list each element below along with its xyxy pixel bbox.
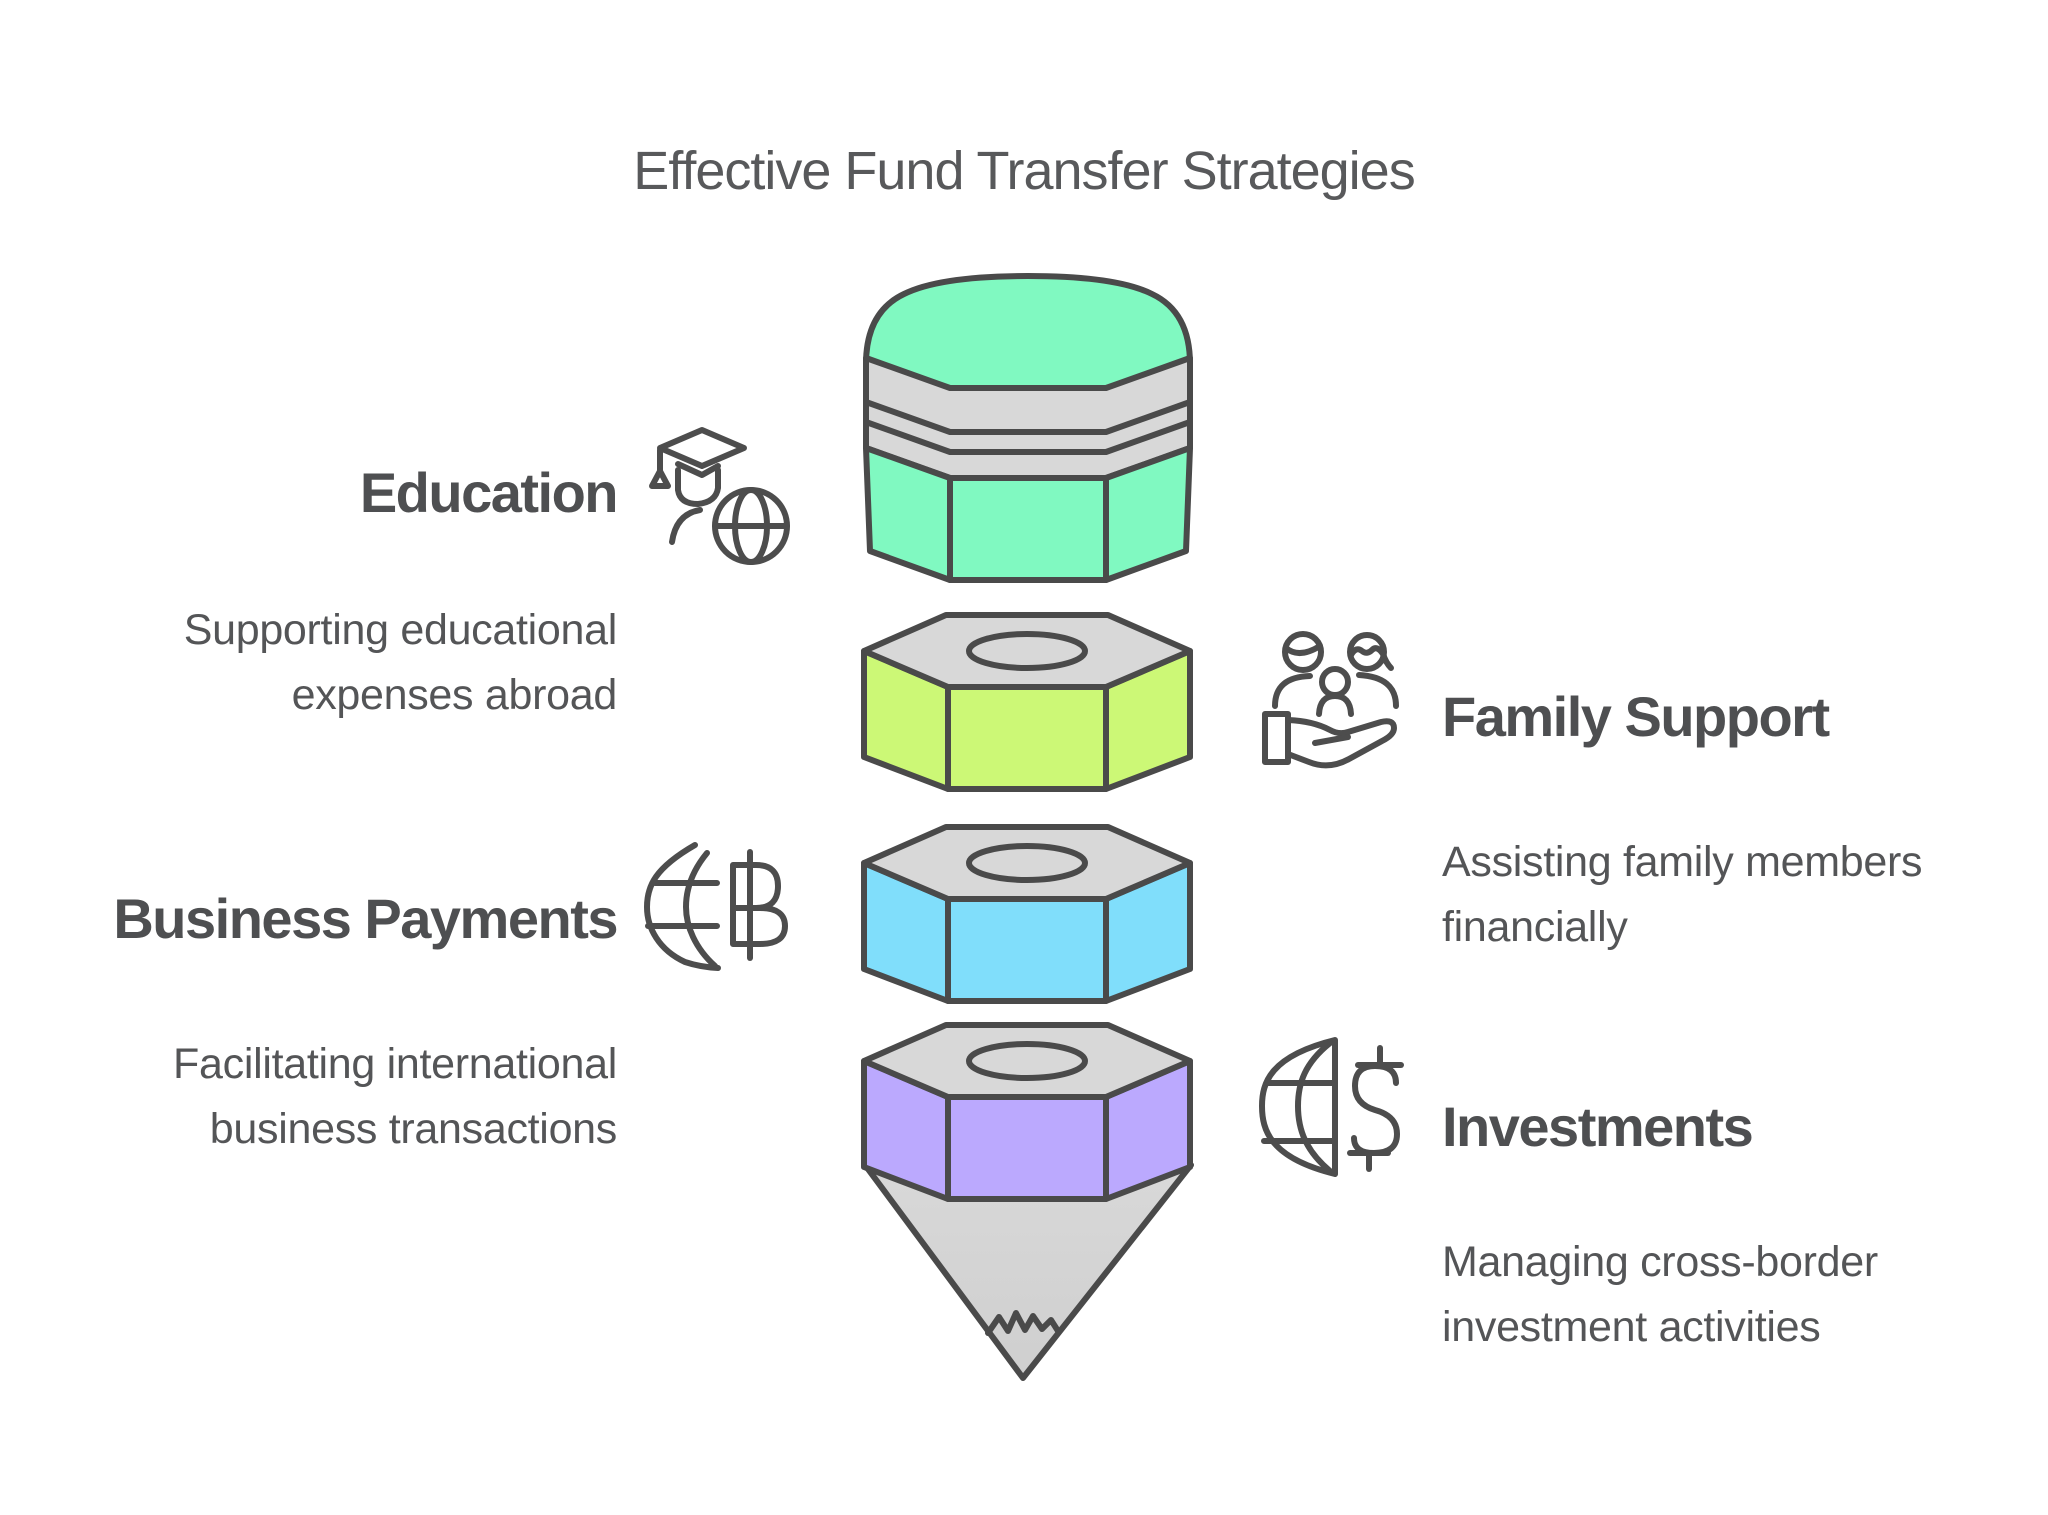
nut-hole — [966, 631, 1088, 671]
investments-description-line1: Managing cross-border — [1442, 1238, 1878, 1286]
graduation-cap-globe-icon — [649, 427, 790, 565]
funnel-segment-investments — [861, 1022, 1193, 1202]
funnel-segment-education — [863, 273, 1193, 583]
family-support-heading: Family Support — [1442, 685, 1830, 748]
hand-holding-family-icon — [1262, 631, 1399, 769]
ferrule-stripes — [863, 399, 1193, 455]
family-support-description-line2: financially — [1442, 902, 1628, 951]
pencil-funnel-diagram — [861, 273, 1194, 1381]
page-title: Effective Fund Transfer Strategies — [633, 141, 1415, 201]
education-description-line1: Supporting educational — [183, 606, 618, 654]
globe-dollar-icon — [1259, 1037, 1404, 1177]
funnel-segment-business-payments — [861, 824, 1193, 1004]
globe-baht-icon — [644, 842, 788, 971]
eraser-face-dividers — [947, 475, 1109, 583]
education-description-line2: expenses abroad — [291, 670, 618, 719]
investments-description-line2: investment activities — [1442, 1302, 1821, 1351]
funnel-segment-family-support — [861, 612, 1193, 792]
nut-hole — [966, 843, 1088, 883]
investments-description: Managing cross-border investment activit… — [1442, 1230, 1878, 1359]
education-heading: Education — [359, 461, 619, 524]
family-support-description: Assisting family members financially — [1442, 830, 1923, 959]
business-payments-description: Facilitating international business tran… — [173, 1032, 617, 1161]
pencil-tip-zigzag — [985, 1310, 1061, 1336]
business-payments-description-line2: business transactions — [209, 1104, 618, 1153]
family-support-description-line1: Assisting family members — [1442, 838, 1923, 886]
investments-heading: Investments — [1442, 1095, 1754, 1158]
nut-face-dividers — [945, 684, 1109, 792]
business-payments-heading: Business Payments — [113, 887, 618, 950]
nut-face-dividers — [945, 1094, 1109, 1202]
nut-face-dividers — [945, 896, 1109, 1004]
nut-hole — [966, 1041, 1088, 1081]
business-payments-description-line1: Facilitating international — [173, 1040, 617, 1088]
education-description: Supporting educational expenses abroad — [183, 598, 618, 727]
